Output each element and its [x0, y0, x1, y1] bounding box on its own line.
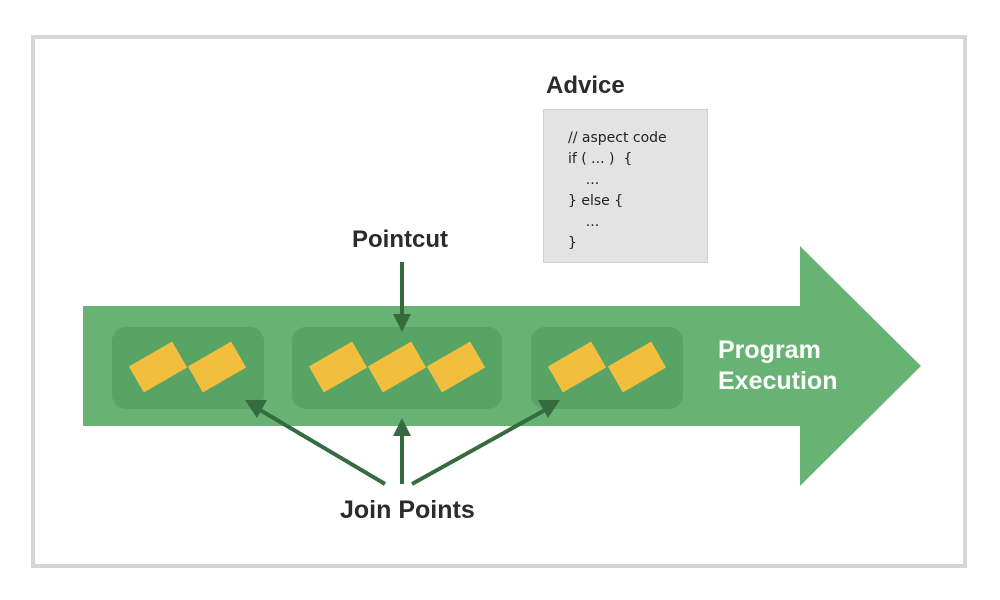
join-point-block — [187, 341, 247, 393]
code-line: } else { — [568, 193, 624, 209]
code-line: if ( ... ) { — [568, 151, 633, 167]
code-line: ... — [568, 172, 600, 188]
advice-title: Advice — [546, 72, 625, 99]
code-line: } — [568, 235, 577, 251]
code-line: ... — [568, 214, 600, 230]
join-points-label: Join Points — [340, 496, 475, 524]
program-execution-label: Program Execution — [718, 335, 837, 397]
join-point-block — [607, 341, 667, 393]
join-point-arrow-right — [411, 400, 560, 486]
join-point-arrow-left — [245, 400, 387, 486]
join-point-block — [367, 341, 427, 393]
program-execution-line-1: Program — [718, 336, 821, 364]
code-line: // aspect code — [568, 130, 667, 146]
pointcut-label: Pointcut — [352, 226, 448, 253]
program-execution-line-2: Execution — [718, 367, 838, 395]
join-point-block — [128, 341, 188, 393]
advice-code-box: // aspect code if ( ... ) { ... } else {… — [543, 109, 708, 263]
join-point-block — [426, 341, 486, 393]
join-point-arrow-center — [393, 418, 411, 484]
join-point-block — [308, 341, 368, 393]
pointcut-arrow — [393, 262, 411, 332]
join-point-block — [547, 341, 607, 393]
